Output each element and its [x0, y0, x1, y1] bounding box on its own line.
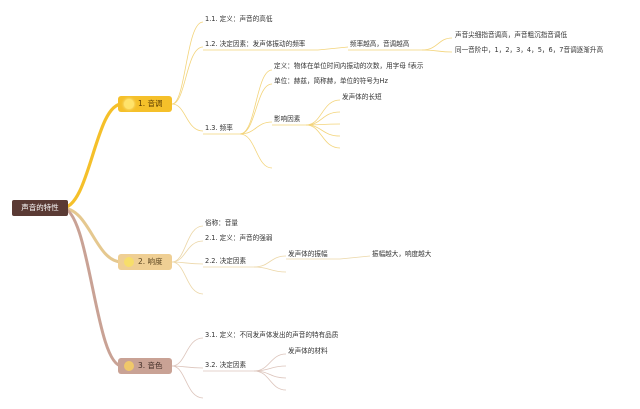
node-timbre-definition[interactable]: 3.1. 定义：不同发声体发出的声音的特有品质 [205, 331, 339, 339]
node-freq-unit[interactable]: 单位：赫兹，简称赫，单位的符号为Hz [274, 77, 388, 85]
node-pitch-note-2[interactable]: 同一音阶中，1，2，3，4，5，6，7音调逐渐升高 [455, 46, 604, 54]
link-timbre-factor [171, 365, 204, 369]
branch-pitch[interactable]: 1. 音调 [118, 96, 172, 112]
node-loud-factor[interactable]: 2.2. 决定因素 [205, 257, 247, 265]
link-rule-note1 [421, 37, 453, 51]
link-freq-unit [239, 83, 273, 135]
node-freq-definition[interactable]: 定义：物体在单位时间内振动的次数，用字母 f表示 [274, 62, 424, 70]
node-loud-alias[interactable]: 俗称：音量 [205, 219, 238, 227]
node-pitch-frequency[interactable]: 1.3. 频率 [205, 124, 233, 132]
link-rule-note2 [421, 49, 453, 53]
node-pitch-definition[interactable]: 1.1. 定义：声音的高低 [205, 15, 273, 23]
link-timbre-empty [171, 365, 204, 399]
sun-icon [124, 257, 134, 267]
link-loud-alias [171, 225, 204, 263]
link-loud-empty [171, 261, 204, 295]
node-pitch-factor[interactable]: 1.2. 决定因素：发声体振动的频率 [205, 40, 306, 48]
node-timbre-item[interactable]: 发声体的材料 [288, 347, 328, 355]
branch-loudness-label: 2. 响度 [138, 257, 163, 266]
link-timbre-def [171, 337, 204, 367]
link-root-timbre [61, 206, 123, 368]
node-pitch-factor-rule[interactable]: 频率越高，音调越高 [350, 40, 410, 48]
node-timbre-factor[interactable]: 3.2. 决定因素 [205, 361, 247, 369]
node-loud-definition[interactable]: 2.1. 定义：声音的强弱 [205, 234, 273, 242]
link-factor-rule [317, 46, 349, 51]
link-freq-def [239, 69, 273, 135]
link-loud-rule [339, 255, 371, 260]
link-loud-factor [171, 261, 204, 265]
link-freq-empty [239, 133, 273, 169]
branch-pitch-label: 1. 音调 [138, 99, 163, 108]
link-factors-5 [305, 124, 341, 149]
branch-timbre-label: 3. 音色 [138, 361, 163, 370]
root-node[interactable]: 声音的特性 [12, 200, 68, 216]
link-factors-2 [305, 111, 341, 126]
link-factors-1 [305, 99, 341, 126]
sun-icon [124, 99, 134, 109]
link-loud-def [171, 240, 204, 263]
branch-loudness[interactable]: 2. 响度 [118, 254, 172, 270]
node-loud-item[interactable]: 发声体的振幅 [288, 250, 328, 258]
link-pitch-factor [171, 46, 204, 105]
link-factors-4 [305, 124, 341, 137]
link-loud-empty2 [253, 266, 287, 273]
link-freq-factors [239, 121, 273, 135]
sun-icon [124, 361, 134, 371]
link-loud-item [253, 255, 287, 268]
link-timbre-e3 [253, 370, 287, 391]
branch-timbre[interactable]: 3. 音色 [118, 358, 172, 374]
node-freq-factor-1[interactable]: 发声体的长短 [342, 93, 382, 101]
node-pitch-note-1[interactable]: 声音尖细指音调高，声音粗沉指音调低 [455, 31, 568, 39]
link-root-pitch [61, 102, 123, 210]
node-loud-rule[interactable]: 振幅越大，响度越大 [372, 250, 432, 258]
node-freq-factors[interactable]: 影响因素 [274, 115, 301, 123]
link-pitch-def [171, 21, 204, 105]
link-root-loudness [61, 206, 123, 264]
link-pitch-freq [171, 103, 204, 132]
